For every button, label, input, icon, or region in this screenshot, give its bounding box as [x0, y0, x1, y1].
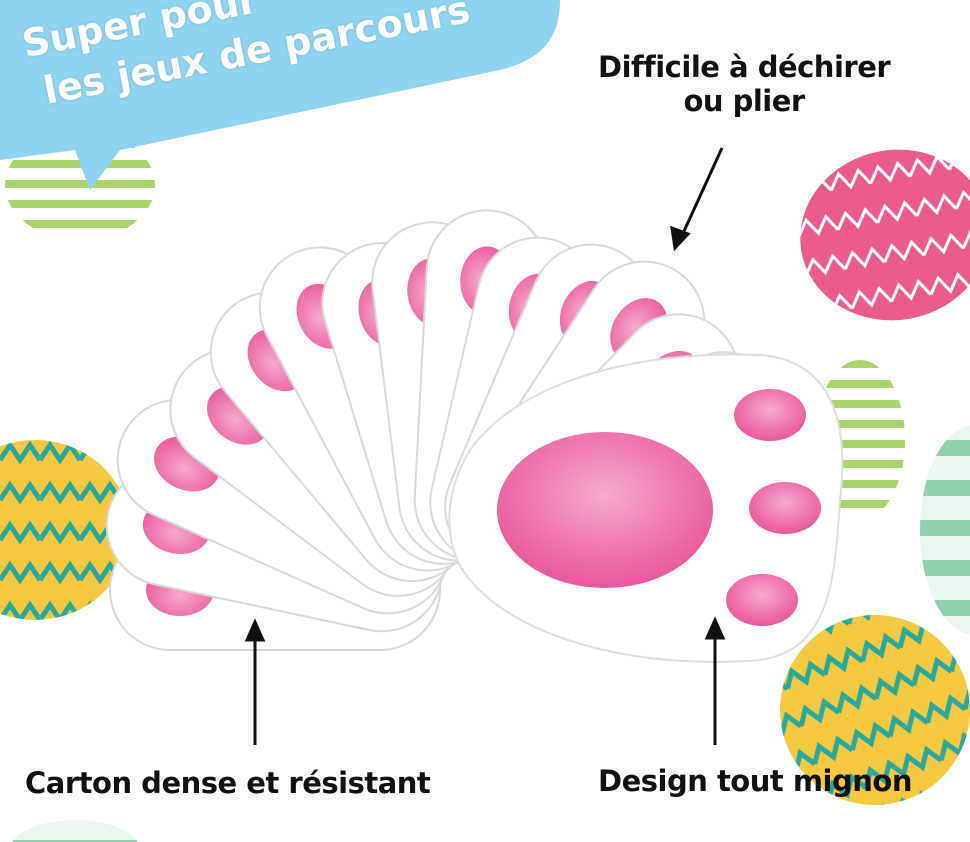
egg-pink-zigzag — [800, 149, 970, 321]
paw-toe — [749, 482, 821, 534]
egg-teal-right — [920, 425, 970, 635]
paw-toe — [726, 574, 798, 626]
callout-tear: Difficile à déchirer ou plier — [598, 50, 891, 118]
egg-yellow-bottom — [780, 615, 970, 805]
callout-tear-line-1: Difficile à déchirer — [598, 50, 891, 84]
callout-tear-line-2: ou plier — [683, 84, 805, 118]
paw-toe — [734, 389, 806, 441]
banner — [0, 0, 560, 190]
egg-green-bottom — [12, 820, 138, 842]
arrow-tear — [678, 147, 724, 241]
front-paw-card — [448, 353, 844, 663]
egg-yellow-left — [0, 440, 130, 620]
callout-cardboard: Carton dense et résistant — [25, 766, 431, 800]
paw-pad — [497, 432, 713, 588]
callout-design: Design tout mignon — [598, 764, 912, 798]
egg-green-striped — [5, 130, 155, 240]
